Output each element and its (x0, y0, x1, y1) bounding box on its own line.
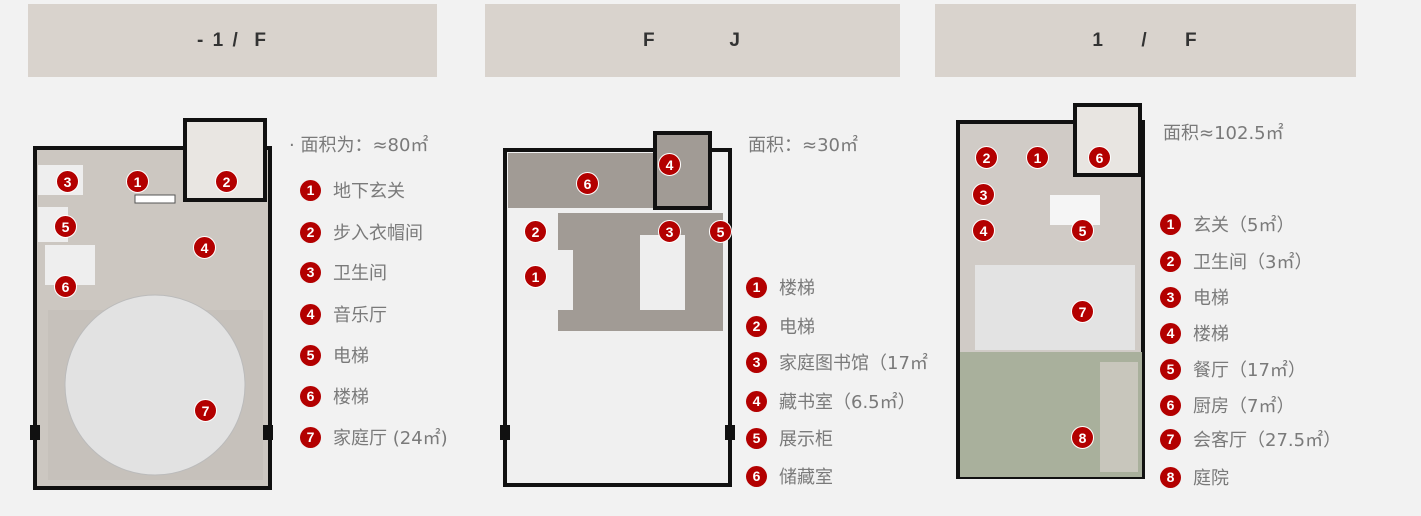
legend-label: 家庭图书馆（17㎡ (779, 353, 928, 374)
plan-marker: 4 (658, 153, 681, 176)
legend-item: 1 玄关（5㎡） (1160, 212, 1295, 236)
legend-number: 3 (300, 261, 321, 283)
plan-marker: 2 (215, 170, 238, 193)
legend-label: 电梯 (333, 346, 369, 367)
plan-marker: 3 (658, 220, 681, 243)
legend-label: 会客厅（27.5㎡） (1193, 430, 1342, 451)
legend-number: 6 (1160, 394, 1181, 416)
plan-marker: 7 (1071, 300, 1094, 323)
legend-item: 7 会客厅（27.5㎡） (1160, 427, 1342, 451)
plan-marker: 5 (54, 215, 77, 238)
floor-plan-1f (956, 103, 1145, 479)
legend-number: 3 (1160, 286, 1181, 308)
legend-label: 储藏室 (779, 467, 833, 488)
plan-marker: 1 (1026, 146, 1049, 169)
legend-number: 2 (1160, 250, 1181, 272)
legend-item: 4 藏书室（6.5㎡） (746, 389, 916, 413)
legend-label: 音乐厅 (333, 305, 387, 326)
legend-number: 7 (1160, 428, 1181, 450)
legend-number: 6 (300, 385, 321, 407)
legend-label: 卫生间 (333, 263, 387, 284)
legend-item: 1 地下玄关 (300, 178, 405, 202)
legend-number: 5 (300, 344, 321, 366)
legend-item: 3 电梯 (1160, 285, 1229, 309)
legend-label: 家庭厅 (24㎡) (333, 428, 448, 449)
legend-item: 8 庭院 (1160, 465, 1229, 489)
plan-marker: 1 (126, 170, 149, 193)
legend-item: 4 楼梯 (1160, 321, 1229, 345)
legend-item: 3 卫生间 (300, 260, 387, 284)
header-1f: 1 / F (935, 4, 1356, 77)
legend-number: 1 (300, 179, 321, 201)
floor-plan-fj (500, 131, 735, 487)
legend-label: 展示柜 (779, 429, 833, 450)
legend-label: 卫生间（3㎡） (1193, 252, 1313, 273)
plan-marker: 1 (524, 265, 547, 288)
legend-label: 电梯 (1193, 288, 1229, 309)
legend-number: 3 (746, 351, 767, 373)
plan-marker: 5 (1071, 219, 1094, 242)
legend-label: 藏书室（6.5㎡） (779, 392, 916, 413)
legend-label: 电梯 (779, 317, 815, 338)
legend-item: 3 家庭图书馆（17㎡ (746, 350, 928, 374)
plan-marker: 5 (709, 220, 732, 243)
legend-number: 2 (746, 315, 767, 337)
plan-marker: 7 (194, 399, 217, 422)
legend-item: 5 电梯 (300, 343, 369, 367)
legend-number: 7 (300, 426, 321, 448)
legend-label: 地下玄关 (333, 181, 405, 202)
plan-marker: 6 (576, 172, 599, 195)
header-fj: F J (485, 4, 900, 77)
legend-number: 8 (1160, 466, 1181, 488)
legend-label: 楼梯 (1193, 324, 1229, 345)
area-label: 面积：≈30㎡ (748, 135, 858, 156)
floor-plan-b1f (30, 118, 273, 490)
legend-label: 步入衣帽间 (333, 223, 423, 244)
plan-marker: 4 (193, 236, 216, 259)
legend-number: 1 (746, 276, 767, 298)
legend-item: 6 厨房（7㎡） (1160, 393, 1295, 417)
legend-label: 庭院 (1193, 468, 1229, 489)
legend-item: 2 电梯 (746, 314, 815, 338)
plan-marker: 4 (972, 219, 995, 242)
legend-number: 4 (1160, 322, 1181, 344)
legend-item: 7 家庭厅 (24㎡) (300, 425, 448, 449)
legend-number: 6 (746, 465, 767, 487)
legend-label: 餐厅（17㎡） (1193, 360, 1306, 381)
plan-marker: 2 (975, 146, 998, 169)
area-label: · 面积为：≈80㎡ (289, 135, 429, 156)
legend-number: 4 (746, 390, 767, 412)
plan-marker: 2 (524, 220, 547, 243)
legend-label: 厨房（7㎡） (1193, 396, 1295, 417)
legend-number: 5 (746, 427, 767, 449)
plan-marker: 3 (56, 170, 79, 193)
legend-item: 6 楼梯 (300, 384, 369, 408)
plan-marker: 6 (54, 275, 77, 298)
area-label: 面积≈102.5㎡ (1163, 123, 1284, 144)
legend-number: 2 (300, 221, 321, 243)
legend-item: 4 音乐厅 (300, 302, 387, 326)
legend-label: 楼梯 (333, 387, 369, 408)
legend-label: 楼梯 (779, 278, 815, 299)
legend-label: 玄关（5㎡） (1193, 215, 1295, 236)
legend-number: 4 (300, 303, 321, 325)
legend-number: 1 (1160, 213, 1181, 235)
legend-item: 5 餐厅（17㎡） (1160, 357, 1306, 381)
legend-item: 6 储藏室 (746, 464, 833, 488)
legend-item: 5 展示柜 (746, 426, 833, 450)
legend-item: 2 步入衣帽间 (300, 220, 423, 244)
plan-marker: 6 (1088, 146, 1111, 169)
legend-item: 2 卫生间（3㎡） (1160, 249, 1313, 273)
plan-marker: 8 (1071, 426, 1094, 449)
header-b1f: - 1 / F (28, 4, 437, 77)
legend-number: 5 (1160, 358, 1181, 380)
plan-marker: 3 (972, 183, 995, 206)
legend-item: 1 楼梯 (746, 275, 815, 299)
